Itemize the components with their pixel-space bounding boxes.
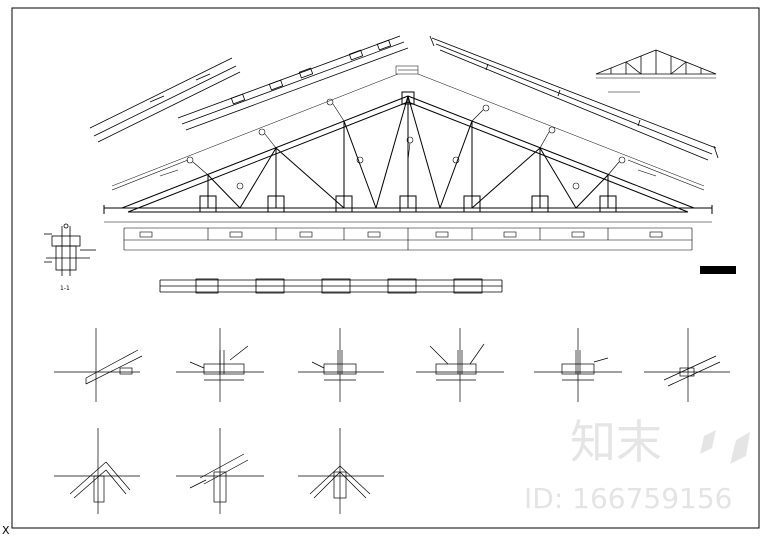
section-1-1 bbox=[44, 223, 96, 276]
slope-dimensions bbox=[111, 65, 705, 187]
watermark-logo-mark bbox=[700, 430, 750, 464]
joint-detail-6 bbox=[644, 328, 730, 402]
watermark: 知末 ID: 166759156 bbox=[524, 415, 750, 515]
joint-detail-2 bbox=[176, 328, 264, 402]
joint-detail-8 bbox=[176, 428, 264, 514]
sheet-border bbox=[11, 7, 760, 529]
main-truss-elevation bbox=[103, 91, 713, 214]
title-marker-bar bbox=[700, 266, 736, 274]
joint-detail-7 bbox=[54, 428, 140, 514]
upper-chord-detail-left bbox=[89, 57, 241, 143]
corner-mark: X bbox=[2, 524, 10, 537]
watermark-id: ID: 166759156 bbox=[524, 482, 732, 515]
truss-key-plan bbox=[595, 49, 717, 93]
joint-detail-3 bbox=[298, 328, 384, 402]
watermark-brand: 知末 bbox=[570, 415, 662, 469]
truss-callouts bbox=[111, 98, 705, 191]
bottom-dimension-strip bbox=[104, 221, 712, 251]
bottom-chord-plan bbox=[159, 278, 503, 294]
joint-detail-5 bbox=[534, 328, 622, 402]
top-chord-elevation bbox=[429, 35, 719, 161]
joint-detail-9 bbox=[298, 428, 384, 514]
upper-chord-detail-right bbox=[177, 35, 409, 131]
section-label: 1-1 bbox=[60, 285, 70, 292]
joint-detail-1 bbox=[54, 328, 143, 402]
joint-detail-4 bbox=[416, 328, 504, 402]
